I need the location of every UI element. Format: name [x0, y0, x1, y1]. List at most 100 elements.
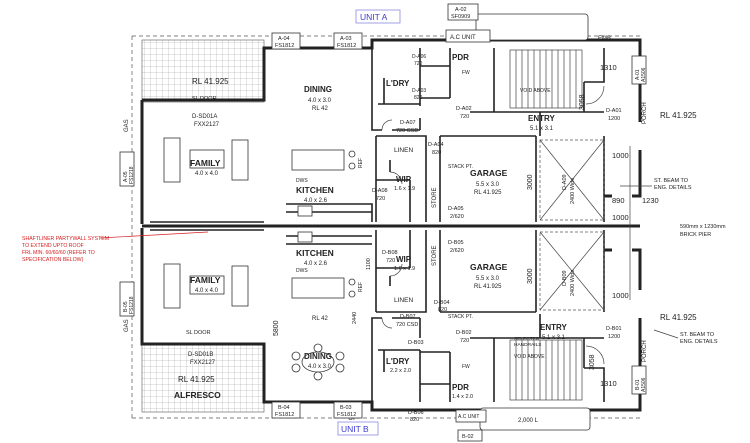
- svg-text:D-B08: D-B08: [382, 250, 398, 256]
- room-entry-a: ENTRY: [528, 114, 555, 123]
- st-beam-b-leader: [653, 329, 679, 339]
- room-kitchen-a: KITCHEN: [296, 185, 334, 195]
- door-tag-b06: D-B06 820: [408, 410, 424, 423]
- dim-5800: 5800: [273, 320, 280, 336]
- sl-door-b: SL DOOR: [186, 330, 211, 336]
- stack-pt-b: STACK PT.: [448, 314, 473, 320]
- door-tag-b04: D-B04 820: [434, 300, 450, 313]
- room-pdr-a: PDR: [452, 53, 469, 62]
- svg-text:720: 720: [414, 61, 423, 67]
- room-garage-a-rl: RL 41.925: [474, 190, 502, 196]
- dim-3058-a: 3058: [579, 94, 586, 110]
- rl-porch-a: RL 41.925: [660, 111, 697, 120]
- dim-3000-b: 3000: [527, 268, 534, 284]
- garage-door-b-cross: [539, 231, 605, 311]
- stack-pt-a: STACK PT.: [448, 164, 473, 170]
- stair-a: [509, 49, 583, 109]
- stool-a1: [348, 150, 356, 158]
- room-entry-b: ENTRY: [540, 323, 567, 332]
- porch-b: PORCH: [642, 340, 648, 362]
- dim-1000-2: 1000: [612, 213, 629, 222]
- svg-text:D-A06: D-A06: [412, 54, 426, 60]
- room-kitchen-b-size: 4.0 x 2.6: [304, 261, 328, 267]
- rl-alfresco-a: RL 41.925: [192, 77, 229, 86]
- door-tag-a09: D-A09 2400 Wide: [562, 174, 576, 204]
- room-store-b: STORE: [432, 245, 438, 266]
- up-b: UP: [348, 415, 358, 422]
- room-garage-a: GARAGE: [470, 168, 508, 178]
- svg-text:820: 820: [432, 150, 441, 156]
- room-dining-b: DINING: [304, 352, 332, 361]
- room-pdr-b: PDR: [452, 383, 469, 392]
- svg-text:D-B07: D-B07: [400, 314, 416, 320]
- svg-text:B-03: B-03: [340, 405, 352, 411]
- kitchen-island-a: [291, 149, 345, 171]
- door-swing-a08: [389, 171, 403, 185]
- st-beam-a-2: ENG. DETAILS: [654, 185, 692, 191]
- dim-1230: 1230: [642, 196, 659, 205]
- svg-text:SF0909: SF0909: [451, 14, 470, 20]
- stair-b: [509, 339, 583, 401]
- window-tag-a05: A-05 FS1218: [119, 151, 135, 187]
- svg-text:FXX2127: FXX2127: [194, 122, 220, 128]
- room-store-a: STORE: [432, 187, 438, 208]
- door-tag-sd01a: D-SD01A FXX2127: [192, 114, 220, 128]
- room-family-a-size: 4.0 x 4.0: [195, 171, 219, 177]
- door-tag-b01: D-B01 1200: [606, 326, 622, 340]
- fw-a: FW: [462, 70, 470, 76]
- svg-text:D-A09: D-A09: [562, 174, 568, 190]
- room-linen-a: LINEN: [394, 147, 413, 154]
- svg-text:D-B09: D-B09: [562, 270, 568, 286]
- room-ldry-b-size: 2.2 x 2.0: [390, 368, 411, 374]
- door-tag-b07: D-B07 720 CSD: [396, 314, 418, 328]
- svg-text:2400 Wide: 2400 Wide: [570, 178, 576, 204]
- room-wip-a-size: 1.6 x 1.9: [394, 186, 415, 192]
- door-tag-a08: D-A08 720: [372, 188, 388, 202]
- svg-text:D-B06: D-B06: [408, 410, 424, 416]
- svg-text:D-SD01A: D-SD01A: [192, 114, 217, 120]
- room-entry-a-size: 5.1 x 3.1: [530, 126, 554, 132]
- room-dining-b-rl: RL 42: [312, 316, 328, 322]
- room-family-b-size: 4.0 x 4.0: [195, 288, 219, 294]
- ref-b: REF: [358, 282, 364, 292]
- st-beam-b-1: ST. BEAM TO: [680, 332, 715, 338]
- dim-3000-a: 3000: [527, 174, 534, 190]
- svg-text:820: 820: [410, 417, 419, 423]
- svg-text:A-03: A-03: [340, 36, 352, 42]
- window-tag-b03: B-03 FS1812: [333, 401, 363, 419]
- svg-text:B-01: B-01: [635, 379, 641, 390]
- room-linen-b: LINEN: [394, 297, 413, 304]
- svg-text:720 CSD: 720 CSD: [396, 322, 418, 328]
- partywall-note-3: FRL MIN. 60/60/60 (REFER TO: [22, 250, 95, 256]
- window-tag-a04: A-04 FS1812: [271, 32, 301, 50]
- handrails-b-1: SELECTED: [514, 336, 540, 342]
- stool-a2: [348, 162, 356, 170]
- partywall-inner: [150, 221, 264, 231]
- ac-unit-b: A.C UNIT: [458, 414, 479, 420]
- svg-text:D-A03: D-A03: [412, 88, 426, 94]
- svg-text:1200: 1200: [608, 116, 620, 122]
- svg-text:FS1812: FS1812: [337, 43, 356, 49]
- stool-b1: [348, 278, 356, 286]
- unit-b-title: UNIT B: [341, 424, 369, 434]
- svg-text:720: 720: [460, 338, 469, 344]
- door-tag-a01: D-A01 1200: [606, 108, 622, 122]
- svg-text:1200: 1200: [608, 334, 620, 340]
- svg-text:D-A01: D-A01: [606, 108, 622, 114]
- svg-text:FXX2127: FXX2127: [190, 360, 216, 366]
- svg-text:D-A04: D-A04: [428, 142, 444, 148]
- svg-text:D-A02: D-A02: [456, 106, 472, 112]
- svg-text:D-B04: D-B04: [434, 300, 450, 306]
- room-garage-b-size: 5.5 x 3.0: [476, 276, 500, 282]
- svg-text:720: 720: [386, 258, 395, 264]
- svg-text:720 CSD: 720 CSD: [396, 128, 418, 134]
- svg-text:820: 820: [438, 307, 447, 313]
- window-tag-b02: B-02: [457, 429, 483, 442]
- void-above-b: VOID ABOVE: [514, 354, 545, 360]
- dining-b-table: [291, 343, 345, 381]
- unit-a-title: UNIT A: [360, 12, 388, 22]
- cooktop-b: [297, 231, 313, 243]
- dim-1000-1: 1000: [612, 151, 629, 160]
- door-swing-a07: [381, 119, 393, 131]
- room-kitchen-a-size: 4.0 x 2.6: [304, 198, 328, 204]
